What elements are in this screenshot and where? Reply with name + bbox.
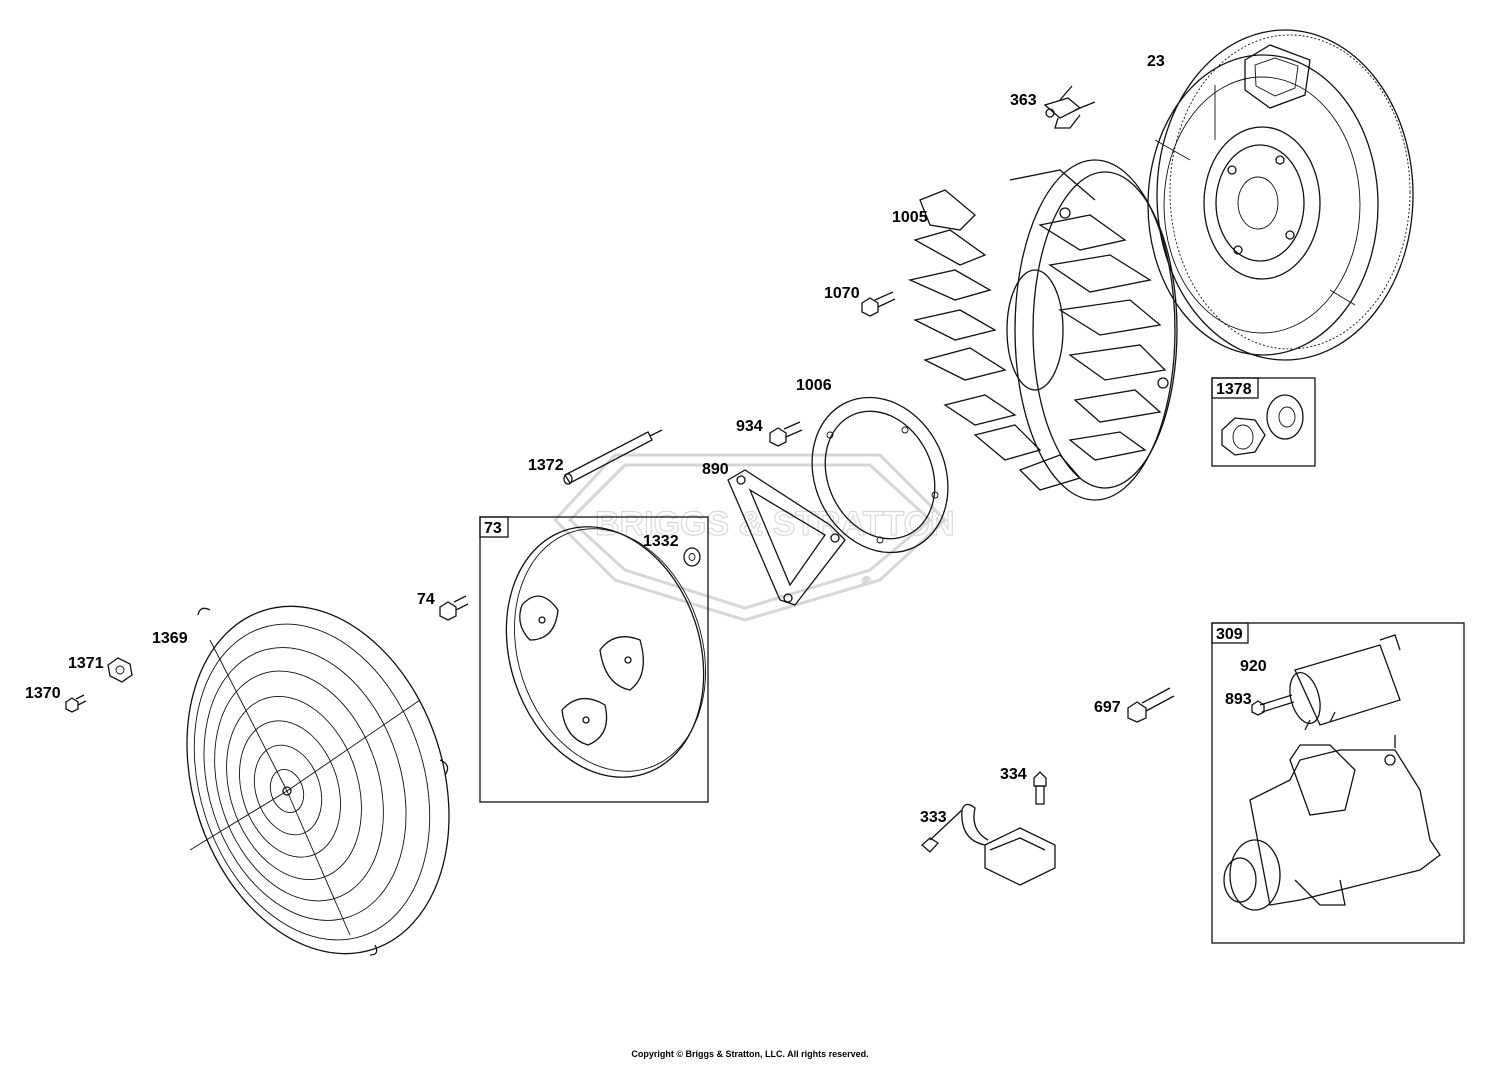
- label-1372: 1372: [528, 457, 564, 474]
- bolt-1370: [65, 694, 87, 713]
- fan-1005: [907, 159, 1178, 501]
- copyright-notice: Copyright © Briggs & Stratton, LLC. All …: [631, 1049, 869, 1059]
- label-920: 920: [1240, 658, 1267, 675]
- label-1369: 1369: [152, 630, 188, 647]
- bolt-934: [769, 421, 803, 447]
- bolt-334: [1033, 771, 1047, 805]
- ignition-coil-333: [921, 803, 1056, 886]
- label-333: 333: [920, 809, 947, 826]
- label-1332: 1332: [643, 533, 679, 550]
- label-334: 334: [1000, 766, 1027, 783]
- washer-1332: [683, 547, 701, 567]
- watermark-registered: ®: [862, 574, 871, 588]
- label-1005: 1005: [892, 209, 928, 226]
- watermark: BRIGGS & STRATTON ®: [552, 453, 955, 622]
- label-1006: 1006: [796, 377, 832, 394]
- callout-box-309: 309: [1211, 622, 1465, 944]
- part-labels: 23 363 1005 1070 1006 934 1372 890 1332 …: [25, 53, 1267, 826]
- bracket-890: [727, 469, 846, 606]
- watermark-text: BRIGGS & STRATTON: [595, 505, 955, 543]
- bolt-697: [1127, 687, 1175, 723]
- label-1371: 1371: [68, 655, 104, 672]
- label-23: 23: [1147, 53, 1165, 70]
- label-697: 697: [1094, 699, 1121, 716]
- box-73-label: 73: [484, 520, 502, 537]
- gasket-1006: [811, 396, 949, 554]
- label-1070: 1070: [824, 285, 860, 302]
- label-890: 890: [702, 461, 729, 478]
- flywheel: [1147, 29, 1414, 361]
- label-1370: 1370: [25, 685, 61, 702]
- bolt-1070: [861, 291, 896, 317]
- label-893: 893: [1225, 691, 1252, 708]
- label-363: 363: [1010, 92, 1037, 109]
- nut-1371: [107, 657, 133, 683]
- box-309-label: 309: [1216, 626, 1243, 643]
- bolt-74: [439, 595, 469, 621]
- box-1378-label: 1378: [1216, 381, 1252, 398]
- label-74: 74: [417, 591, 435, 608]
- rod-1372: [563, 429, 663, 485]
- part-363: [1043, 85, 1096, 129]
- grill-guard-1369: [186, 605, 450, 956]
- callout-box-1378: 1378: [1211, 377, 1316, 467]
- label-934: 934: [736, 418, 763, 435]
- callout-box-73: 73: [479, 516, 709, 803]
